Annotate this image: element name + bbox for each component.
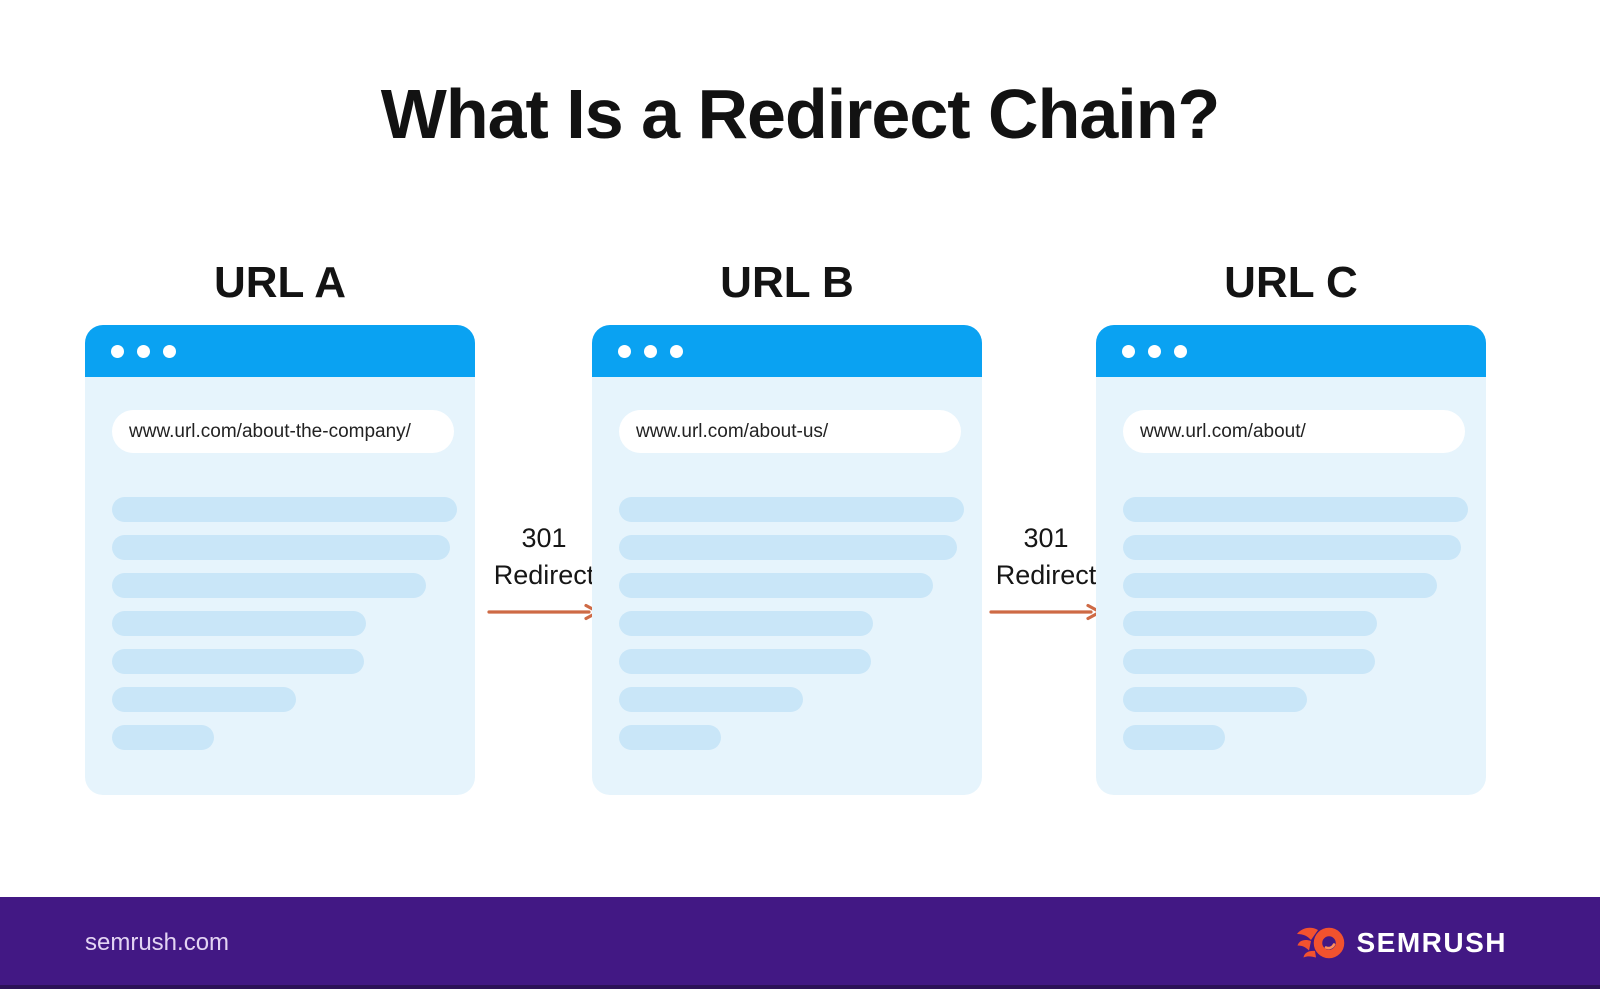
placeholder-line bbox=[619, 649, 871, 674]
placeholder-line bbox=[1123, 573, 1437, 598]
content-placeholder bbox=[619, 497, 964, 750]
address-bar: www.url.com/about-us/ bbox=[619, 410, 961, 453]
address-bar: www.url.com/about/ bbox=[1123, 410, 1465, 453]
url-c-label: URL C bbox=[1224, 258, 1358, 307]
placeholder-line bbox=[1123, 687, 1307, 712]
redirect-code: 301 bbox=[521, 523, 567, 553]
placeholder-line bbox=[112, 687, 296, 712]
redirect-annotation-1: 301 Redirect bbox=[474, 520, 614, 631]
placeholder-line bbox=[112, 497, 457, 522]
redirect-annotation-2: 301 Redirect bbox=[976, 520, 1116, 631]
placeholder-line bbox=[112, 535, 450, 560]
browser-topbar bbox=[85, 325, 475, 377]
browser-content: www.url.com/about/ bbox=[1096, 377, 1486, 750]
placeholder-line bbox=[619, 611, 873, 636]
browser-window-a: www.url.com/about-the-company/ bbox=[85, 325, 475, 795]
browser-window-b: www.url.com/about-us/ bbox=[592, 325, 982, 795]
placeholder-line bbox=[619, 535, 957, 560]
semrush-flame-icon bbox=[1297, 927, 1345, 959]
browser-content: www.url.com/about-us/ bbox=[592, 377, 982, 750]
placeholder-line bbox=[112, 611, 366, 636]
right-arrow-icon bbox=[487, 603, 600, 621]
window-dot-icon bbox=[1148, 344, 1161, 358]
placeholder-line bbox=[619, 725, 721, 750]
window-dot-icon bbox=[670, 344, 683, 358]
browser-content: www.url.com/about-the-company/ bbox=[85, 377, 475, 750]
address-url: www.url.com/about-us/ bbox=[636, 420, 829, 442]
semrush-logo: SEMRUSH bbox=[1297, 925, 1507, 961]
semrush-wordmark: SEMRUSH bbox=[1356, 927, 1507, 958]
site-url: semrush.com bbox=[85, 929, 230, 956]
browser-topbar bbox=[592, 325, 982, 377]
placeholder-line bbox=[112, 649, 364, 674]
placeholder-line bbox=[619, 573, 933, 598]
window-dot-icon bbox=[618, 344, 631, 358]
redirect-label: Redirect bbox=[493, 560, 595, 590]
page-title: What Is a Redirect Chain? bbox=[380, 75, 1220, 153]
window-dot-icon bbox=[1122, 344, 1135, 358]
placeholder-line bbox=[619, 497, 964, 522]
browser-topbar bbox=[1096, 325, 1486, 377]
window-dot-icon bbox=[137, 344, 150, 358]
placeholder-line bbox=[1123, 725, 1225, 750]
placeholder-line bbox=[1123, 497, 1468, 522]
window-dot-icon bbox=[111, 344, 124, 358]
placeholder-line bbox=[619, 687, 803, 712]
window-dot-icon bbox=[163, 344, 176, 358]
placeholder-line bbox=[112, 725, 214, 750]
redirect-label: Redirect bbox=[995, 560, 1097, 590]
browser-window-c: www.url.com/about/ bbox=[1096, 325, 1486, 795]
redirect-code: 301 bbox=[1023, 523, 1069, 553]
footer: semrush.com SEMRUSH bbox=[0, 897, 1600, 989]
url-a-label: URL A bbox=[214, 258, 346, 307]
right-arrow-icon bbox=[989, 603, 1102, 621]
address-url: www.url.com/about/ bbox=[1140, 420, 1306, 442]
window-dot-icon bbox=[644, 344, 657, 358]
placeholder-line bbox=[1123, 649, 1375, 674]
url-b-label: URL B bbox=[720, 258, 854, 307]
content-placeholder bbox=[112, 497, 457, 750]
content-placeholder bbox=[1123, 497, 1468, 750]
address-bar: www.url.com/about-the-company/ bbox=[112, 410, 454, 453]
placeholder-line bbox=[1123, 535, 1461, 560]
placeholder-line bbox=[112, 573, 426, 598]
placeholder-line bbox=[1123, 611, 1377, 636]
address-url: www.url.com/about-the-company/ bbox=[129, 420, 411, 442]
window-dot-icon bbox=[1174, 344, 1187, 358]
